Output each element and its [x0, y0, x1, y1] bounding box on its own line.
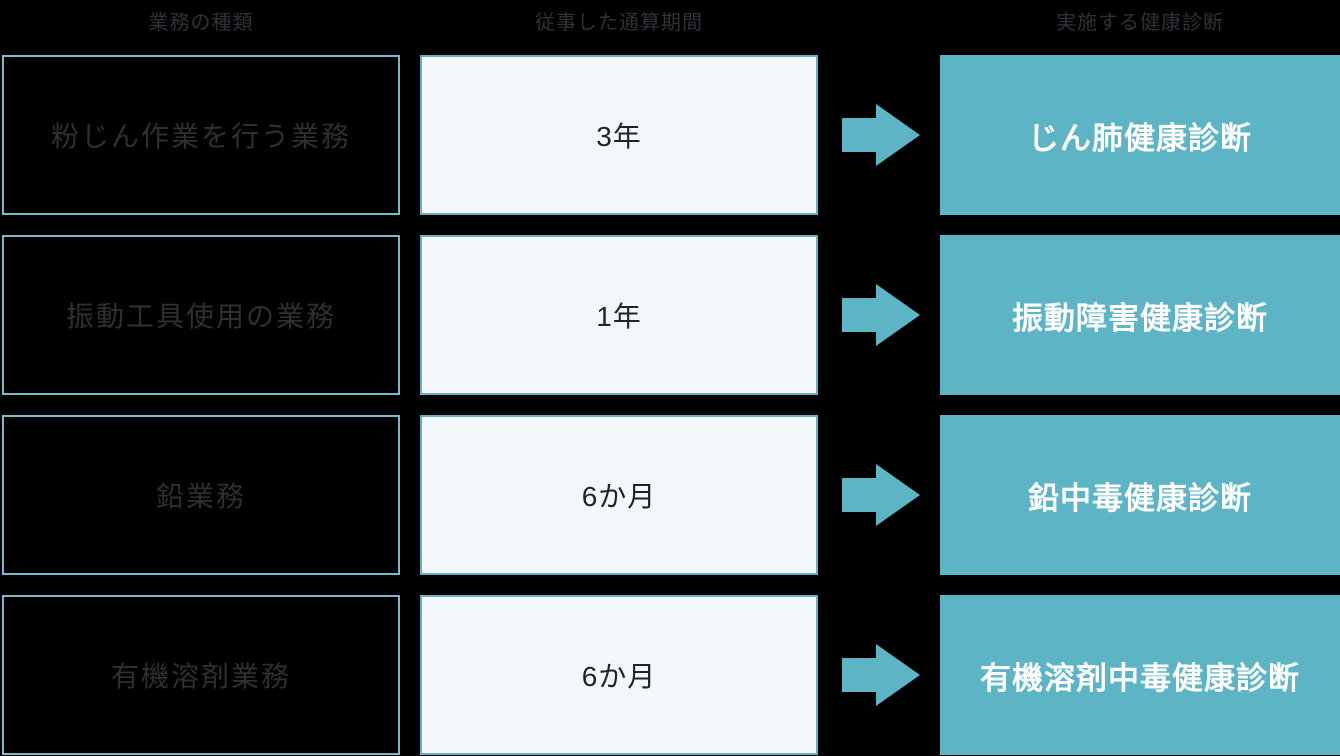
column-header-work-type: 業務の種類 — [148, 11, 254, 34]
work-type-cell: 有機溶剤業務 — [2, 595, 400, 755]
arrow-right-icon — [842, 104, 920, 166]
checkup-cell: 鉛中毒健康診断 — [940, 415, 1340, 575]
arrow-right-icon — [842, 644, 920, 706]
table-row: 有機溶剤業務 6か月 有機溶剤中毒健康診断 — [0, 595, 1340, 755]
checkup-cell: 振動障害健康診断 — [940, 235, 1340, 395]
table-row: 振動工具使用の業務 1年 振動障害健康診断 — [0, 235, 1340, 395]
work-type-cell: 鉛業務 — [2, 415, 400, 575]
checkup-cell: じん肺健康診断 — [940, 55, 1340, 215]
period-cell: 1年 — [420, 235, 818, 395]
period-cell: 3年 — [420, 55, 818, 215]
checkup-cell: 有機溶剤中毒健康診断 — [940, 595, 1340, 755]
table-row: 鉛業務 6か月 鉛中毒健康診断 — [0, 415, 1340, 575]
column-header-period: 従事した通算期間 — [535, 11, 703, 34]
column-header-checkup: 実施する健康診断 — [1056, 11, 1224, 34]
period-cell: 6か月 — [420, 415, 818, 575]
period-cell: 6か月 — [420, 595, 818, 755]
table-row: 粉じん作業を行う業務 3年 じん肺健康診断 — [0, 55, 1340, 215]
work-type-cell: 粉じん作業を行う業務 — [2, 55, 400, 215]
arrow-right-icon — [842, 464, 920, 526]
work-type-cell: 振動工具使用の業務 — [2, 235, 400, 395]
arrow-right-icon — [842, 284, 920, 346]
